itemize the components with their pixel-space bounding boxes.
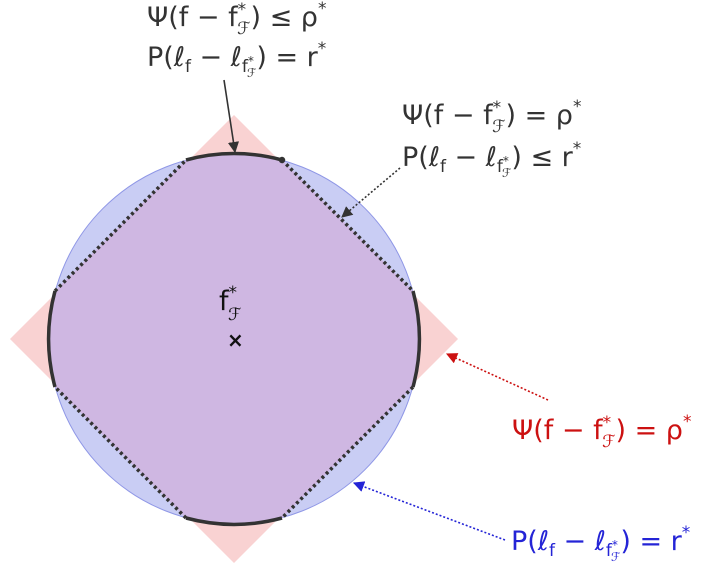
label-right-red: Ψ(f − f*ℱ) = ρ*	[512, 412, 691, 452]
intersection-region	[48, 153, 420, 525]
arrow-top-right	[341, 167, 401, 218]
arrow-top-left	[223, 79, 240, 154]
svg-text:Ψ(f − f*ℱ) = ρ*: Ψ(f − f*ℱ) = ρ*	[402, 97, 581, 137]
svg-text:Ψ(f − f*ℱ) = ρ*: Ψ(f − f*ℱ) = ρ*	[512, 412, 691, 452]
svg-text:P(ℓf − ℓf*ℱ) = r*: P(ℓf − ℓf*ℱ) = r*	[147, 39, 326, 80]
center-label: f*ℱ ×	[219, 283, 244, 352]
corner-point	[278, 156, 286, 164]
arrow-right-red	[445, 353, 549, 401]
svg-text:f*ℱ: f*ℱ	[219, 283, 241, 325]
diamond-boundary-segments	[53, 158, 415, 520]
label-top-left: Ψ(f − f*ℱ) ≤ ρ* P(ℓf − ℓf*ℱ) = r*	[147, 0, 326, 80]
label-top-right: Ψ(f − f*ℱ) = ρ* P(ℓf − ℓf*ℱ) ≤ r*	[402, 97, 581, 180]
label-bottom-blue: P(ℓf − ℓf*ℱ) = r*	[511, 523, 690, 564]
arrow-bottom-blue	[352, 481, 506, 541]
center-marker: ×	[227, 328, 244, 352]
svg-text:P(ℓf − ℓf*ℱ) = r*: P(ℓf − ℓf*ℱ) = r*	[511, 523, 690, 564]
circle-boundary-arcs	[46, 151, 422, 527]
svg-text:Ψ(f − f*ℱ) ≤ ρ*: Ψ(f − f*ℱ) ≤ ρ*	[147, 0, 326, 39]
svg-text:P(ℓf − ℓf*ℱ) ≤ r*: P(ℓf − ℓf*ℱ) ≤ r*	[402, 139, 581, 180]
